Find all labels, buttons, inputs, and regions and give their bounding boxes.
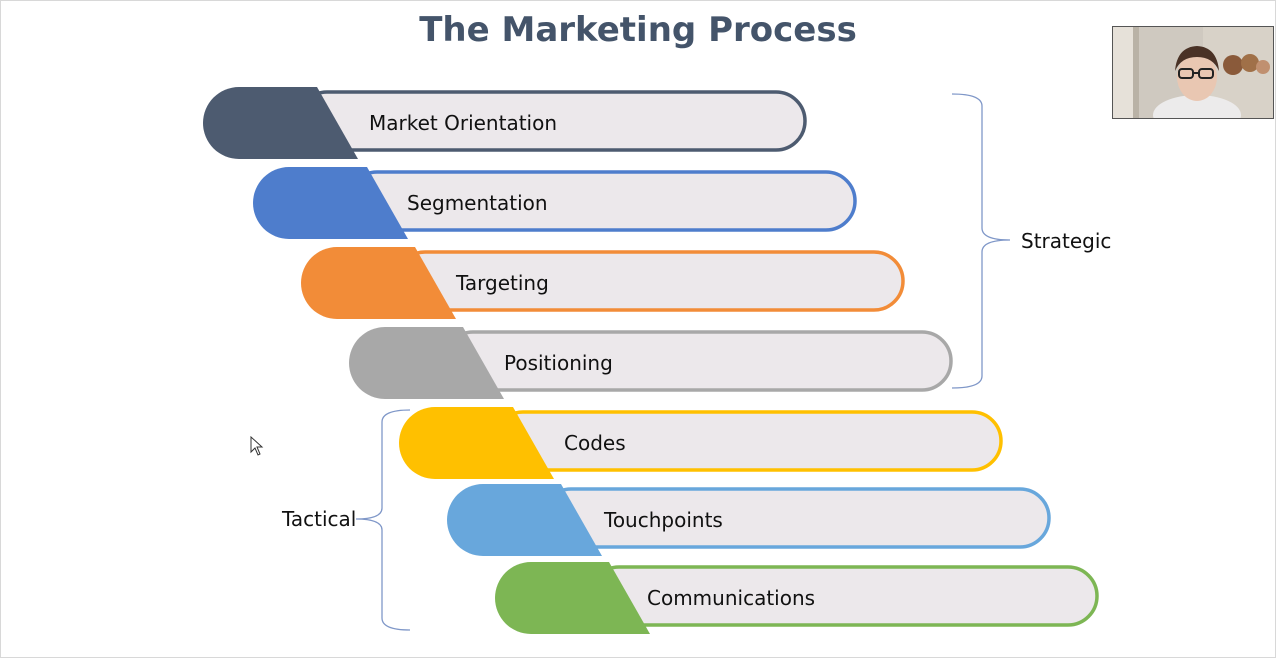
diagram-title: The Marketing Process <box>419 10 857 50</box>
step-cap <box>203 87 358 159</box>
step-label: Targeting <box>456 271 549 295</box>
step-targeting: Targeting <box>301 247 907 319</box>
presenter-video <box>1112 26 1274 119</box>
step-segmentation: Segmentation <box>253 167 859 239</box>
strategic-brace <box>951 93 1011 389</box>
step-label: Codes <box>564 431 626 455</box>
step-market-orientation: Market Orientation <box>203 87 809 159</box>
step-positioning: Positioning <box>349 327 955 399</box>
step-label: Market Orientation <box>369 111 558 135</box>
step-label: Communications <box>647 586 816 610</box>
step-shape <box>399 407 1003 479</box>
step-cap <box>495 562 650 634</box>
step-label: Segmentation <box>407 191 548 215</box>
step-cap <box>349 327 504 399</box>
presenter-image <box>1113 27 1273 118</box>
step-cap <box>447 484 602 556</box>
step-cap <box>399 407 554 479</box>
step-shape <box>495 562 1099 634</box>
step-shape <box>253 167 857 239</box>
step-cap <box>253 167 408 239</box>
mouse-cursor-icon <box>250 436 264 456</box>
tactical-label: Tactical <box>282 507 357 531</box>
step-codes: Codes <box>399 407 1005 479</box>
step-shape <box>447 484 1051 556</box>
tactical-brace <box>355 409 411 631</box>
step-shape <box>203 87 807 159</box>
step-shape <box>349 327 953 399</box>
step-touchpoints: Touchpoints <box>447 484 1053 556</box>
step-label: Touchpoints <box>604 508 723 532</box>
step-label: Positioning <box>504 351 613 375</box>
strategic-label: Strategic <box>1021 229 1112 253</box>
step-cap <box>301 247 456 319</box>
step-communications: Communications <box>495 562 1101 634</box>
step-shape <box>301 247 905 319</box>
